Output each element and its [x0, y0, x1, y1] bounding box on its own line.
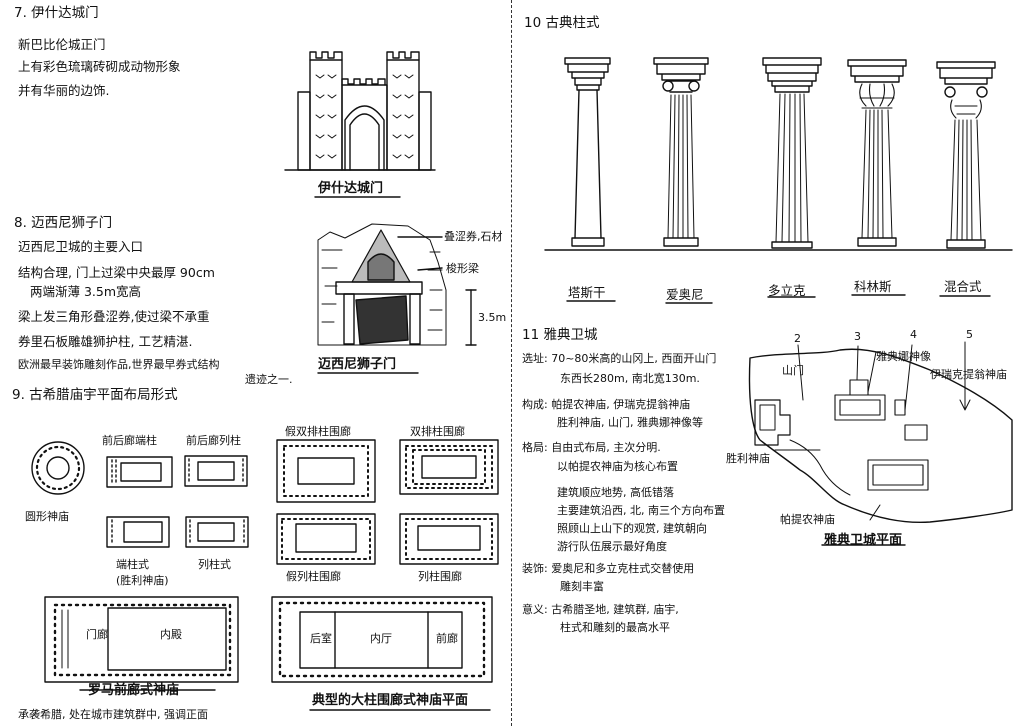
plan-label-in-antis-note: (胜利神庙) [116, 574, 169, 587]
section10-title: 10 古典柱式 [524, 15, 600, 31]
section11-site-a: 选址: 70~80米高的山冈上, 西面开山门 [522, 352, 717, 365]
roman-plan-caption: 罗马前廊式神庙 [88, 683, 180, 698]
map-number-5: 5 [966, 328, 973, 341]
section11-comp-b: 胜利神庙, 山门, 雅典娜神像等 [557, 416, 703, 429]
section9-title: 9. 古希腊庙宇平面布局形式 [12, 387, 178, 403]
section7-bullet-2: 上有彩色琉璃砖砌成动物形象 [18, 59, 181, 74]
section8-bullet-4: 券里石板雕雄狮护柱, 工艺精湛. [18, 334, 193, 349]
section8-bullet-2a: 结构合理, 门上过梁中央最厚 90cm [18, 265, 215, 280]
section8-bullet-1: 迈西尼卫城的主要入口 [18, 239, 144, 254]
section11-title: 11 雅典卫城 [522, 327, 598, 343]
plan-label-amphiprostyle: 前后廊列柱 [186, 434, 241, 447]
map-number-2: 2 [794, 332, 801, 345]
order-label-composite: 混合式 [944, 279, 982, 294]
section8-bullet-3: 梁上发三角形叠涩券,使过梁不承重 [18, 309, 210, 324]
order-label-corinthian: 科林斯 [854, 279, 892, 294]
order-label-ionic: 爱奥尼 [666, 287, 704, 302]
plan-label-pseudoperipteral: 假列柱围廊 [286, 570, 341, 583]
page-divider [511, 0, 512, 726]
roman-plan-porch: 门廊 [86, 628, 108, 641]
plan-label-pseudodipteral: 假双排柱围廊 [285, 425, 351, 438]
map-label-nike: 胜利神庙 [726, 452, 770, 465]
section8-bullet-5a: 欧洲最早装饰雕刻作品,世界最早券式结构 [18, 358, 220, 371]
map-number-3: 3 [854, 330, 861, 343]
typical-plan-front: 前廊 [436, 632, 458, 645]
section11-layout-e: 照顾山上山下的观赏, 建筑朝向 [557, 522, 707, 535]
map-label-gate: 山门 [782, 364, 804, 377]
map-label-athena: 雅典娜神像 [876, 350, 931, 363]
plan-label-dipteral: 双排柱围廊 [410, 425, 465, 438]
plan-label-peripteral: 列柱围廊 [418, 570, 462, 583]
classical-orders-drawing [544, 57, 1013, 304]
typical-plan-back: 后室 [310, 632, 332, 645]
order-label-tuscan: 塔斯干 [568, 285, 606, 300]
map-label-parthenon: 帕提农神庙 [780, 513, 835, 526]
map-label-erechtheion: 伊瑞克提翁神庙 [930, 368, 1007, 381]
lion-gate-caption: 迈西尼狮子门 [318, 357, 397, 372]
section11-deco-b: 雕刻丰富 [560, 580, 604, 593]
typical-plan-caption: 典型的大柱围廊式神庙平面 [312, 693, 469, 708]
typical-plan-hall: 内厅 [370, 632, 392, 645]
plan-label-in-antis: 端柱式 [116, 558, 149, 571]
lion-gate-label-arch: 叠涩券,石材 [444, 230, 503, 243]
section9-footer: 承袭希腊, 处在城市建筑群中, 强调正面 [18, 708, 208, 721]
plan-label-round: 圆形神庙 [25, 510, 69, 523]
acropolis-map-drawing [748, 341, 1013, 546]
lion-gate-drawing [317, 223, 477, 374]
lion-gate-dimension: 3.5m [478, 311, 507, 324]
section8-bullet-5b: 遗迹之一. [245, 373, 293, 386]
section11-comp-a: 构成: 帕提农神庙, 伊瑞克提翁神庙 [522, 398, 691, 411]
order-label-doric: 多立克 [768, 283, 806, 298]
section11-site-b: 东西长280m, 南北宽130m. [560, 372, 700, 385]
section11-layout-c: 建筑顺应地势, 高低错落 [557, 486, 674, 499]
temple-plan-drawings [31, 439, 499, 711]
ishtar-gate-drawing [284, 51, 436, 198]
map-number-4: 4 [910, 328, 917, 341]
section7-title: 7. 伊什达城门 [14, 5, 99, 21]
acropolis-map-caption: 雅典卫城平面 [824, 533, 903, 548]
section11-mean-a: 意义: 古希腊圣地, 建筑群, 庙宇, [522, 603, 679, 616]
section11-mean-b: 柱式和雕刻的最高水平 [560, 621, 670, 634]
section8-bullet-2b: 两端渐薄 3.5m宽高 [30, 284, 142, 299]
ishtar-gate-caption: 伊什达城门 [318, 181, 384, 196]
section7-bullet-1: 新巴比伦城正门 [18, 37, 106, 52]
plan-label-columnar: 列柱式 [198, 558, 231, 571]
section11-deco-a: 装饰: 爱奥尼和多立克柱式交替使用 [522, 562, 695, 575]
section11-layout-b: 以帕提农神庙为核心布置 [557, 460, 678, 473]
plan-label-prostyle: 前后廊端柱 [102, 434, 157, 447]
section11-layout-d: 主要建筑沿西, 北, 南三个方向布置 [557, 504, 725, 517]
section7-bullet-3: 并有华丽的边饰. [18, 83, 110, 98]
roman-plan-cella: 内殿 [160, 628, 182, 641]
section8-title: 8. 迈西尼狮子门 [14, 215, 113, 231]
section11-layout-f: 游行队伍展示最好角度 [557, 540, 667, 553]
lion-gate-label-beam: 梭形梁 [446, 262, 479, 275]
section11-layout-a: 格局: 自由式布局, 主次分明. [522, 441, 661, 454]
